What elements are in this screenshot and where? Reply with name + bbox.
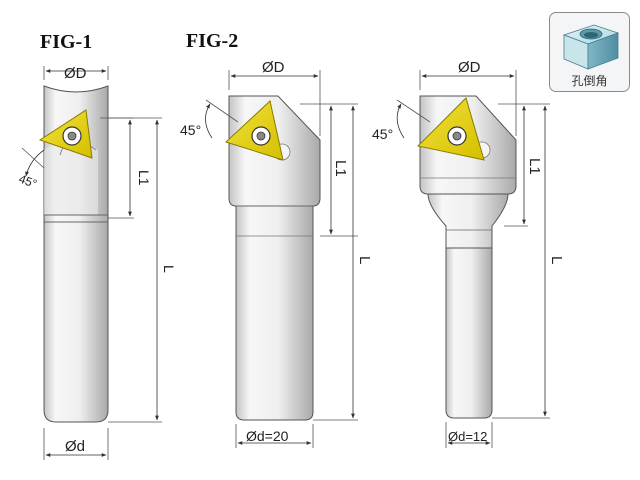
fig3-angle: 45° [372, 126, 393, 142]
fig3-drawing: ØD 45° L1 L Ød=12 [372, 59, 565, 448]
fig2-title: FIG-2 [186, 30, 239, 52]
fig2-insert [225, 100, 284, 161]
fig1-length-short: L1 [136, 170, 152, 186]
fig2-diameter-top: ØD [262, 59, 285, 76]
fig2-drawing: ØD 45° L1 L Ød=20 [180, 59, 373, 448]
fig2-diameter-bottom: Ød=20 [246, 428, 289, 444]
fig3-neck [427, 193, 509, 249]
fig3-shank [445, 247, 493, 419]
fig2-length-total: L [356, 256, 373, 264]
fig3-length-total: L [548, 256, 565, 264]
fig3-diameter-bottom: Ød=12 [448, 429, 487, 444]
fig1-title: FIG-1 [40, 31, 93, 53]
fig1-diameter-bottom: Ød [65, 438, 85, 455]
fig1-diameter-top: ØD [64, 65, 87, 82]
fig1-drawing: ØD Ød L1 L 45° [17, 65, 177, 460]
hole-chamfer-legend: 孔倒角 [549, 12, 630, 92]
fig1-angle: 45° [17, 172, 39, 191]
hole-chamfer-icon [562, 24, 620, 70]
fig2-angle: 45° [180, 122, 201, 138]
fig3-insert [416, 97, 485, 161]
fig2-length-short: L1 [332, 160, 349, 177]
fig3-length-short: L1 [526, 158, 543, 175]
fig2-shank [235, 205, 314, 421]
fig1-insert [38, 109, 93, 159]
fig3-diameter-top: ØD [458, 59, 481, 76]
fig1-length-total: L [161, 265, 177, 273]
legend-caption: 孔倒角 [571, 74, 608, 88]
